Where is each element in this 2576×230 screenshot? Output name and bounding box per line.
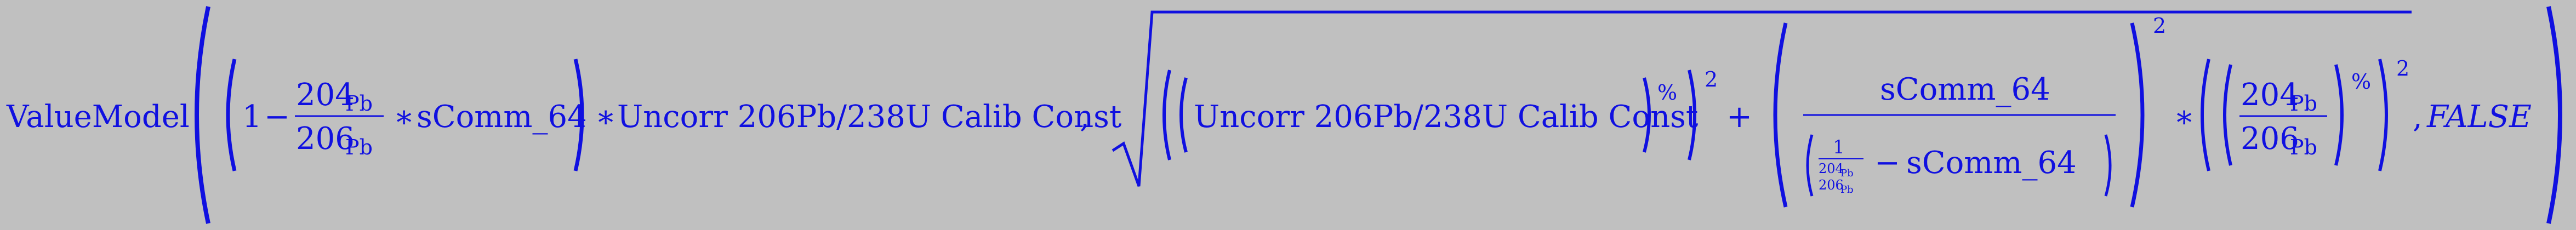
termB-den-minus: −: [1874, 145, 1900, 181]
termA-percent: %: [1657, 81, 1677, 105]
termB-squared: 2: [2153, 14, 2166, 38]
termA-inner-right-paren: [1643, 77, 1651, 153]
termB-den-scomm: sComm_64: [1906, 145, 2077, 181]
termC-num-pb: Pb: [2290, 91, 2317, 116]
termB-den-right-paren: [2104, 134, 2112, 197]
frac-den-pb-sub: Pb: [345, 135, 373, 159]
termC-squared: 2: [2396, 56, 2409, 81]
termC-percent: %: [2351, 70, 2371, 94]
termB-right-paren: [2130, 22, 2145, 208]
arg1-minus: −: [264, 99, 290, 135]
small-frac-num-pb: Pb: [1840, 168, 1854, 179]
termA-outer-right-paren: [1688, 70, 1696, 160]
termC-inner-left-paren: [2223, 64, 2232, 166]
function-name: ValueModel: [6, 99, 190, 135]
comma-1: ,: [1080, 99, 1090, 135]
frac-num-204: 204: [296, 77, 355, 113]
false-literal: FALSE: [2426, 99, 2532, 135]
termB-den-left-paren: [1806, 134, 1814, 197]
arg1-uncorr-const: Uncorr 206Pb/238U Calib Const: [617, 99, 1122, 135]
comma-2: ,: [2413, 99, 2423, 135]
termC-outer-right-paren: [2378, 59, 2388, 171]
small-frac-den-206: 206: [1819, 177, 1844, 193]
outer-right-paren: [2546, 6, 2562, 224]
termC-den-206: 206: [2241, 121, 2299, 157]
frac-num-pb-sub: Pb: [345, 91, 373, 116]
plus-sign: +: [1726, 99, 1752, 135]
termA-inner-left-paren: [1179, 77, 1188, 153]
arg1-one: 1: [242, 99, 262, 135]
outer-left-paren: [195, 6, 210, 224]
small-frac-den-pb: Pb: [1840, 184, 1854, 196]
frac-den-206: 206: [296, 121, 355, 157]
termC-outer-left-paren: [2201, 59, 2210, 171]
termC-inner-right-paren: [2334, 64, 2344, 166]
arg1-left-paren: [226, 59, 237, 171]
termB-num-scomm: sComm_64: [1880, 72, 2050, 107]
termC-times: ∗: [2174, 99, 2195, 135]
termA-squared: 2: [1705, 67, 1718, 91]
arg1-times-2: ∗: [595, 99, 616, 135]
termA-uncorr-const: Uncorr 206Pb/238U Calib Const: [1194, 99, 1699, 135]
arg1-scomm: sComm_64: [417, 99, 587, 135]
sqrt-radical-icon: [1112, 10, 2412, 187]
arg1-times: ∗: [394, 99, 414, 135]
arg1-right-paren: [573, 59, 584, 171]
termC-den-pb: Pb: [2290, 135, 2317, 159]
termB-den-one: 1: [1833, 136, 1845, 158]
termB-left-paren: [1773, 22, 1788, 208]
termC-num-204: 204: [2241, 77, 2299, 113]
small-frac-num-204: 204: [1819, 161, 1844, 176]
termA-outer-left-paren: [1162, 70, 1171, 160]
